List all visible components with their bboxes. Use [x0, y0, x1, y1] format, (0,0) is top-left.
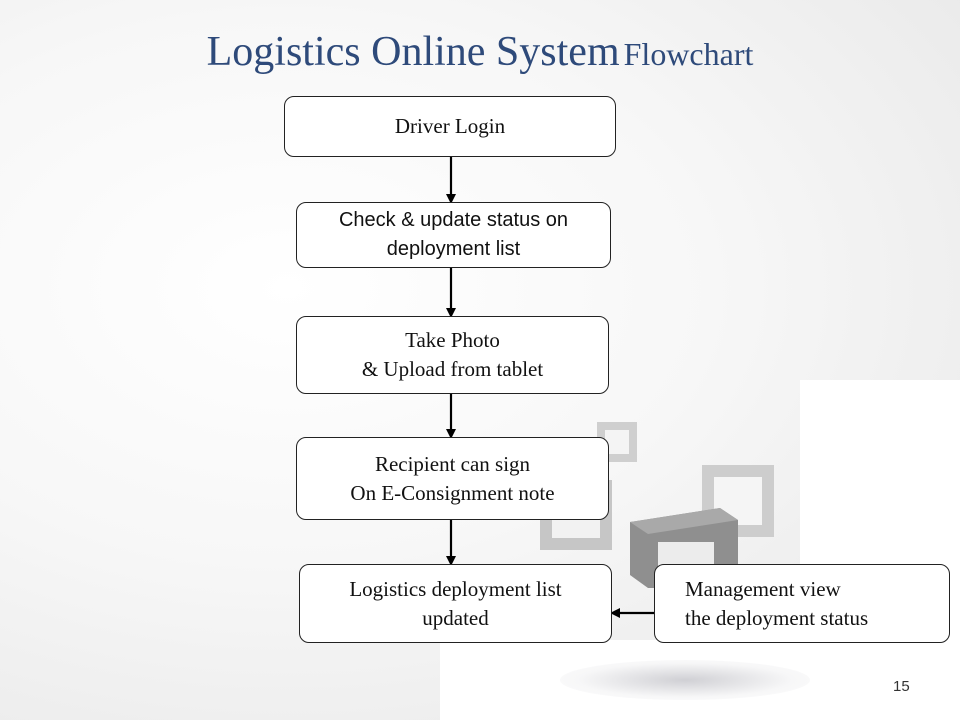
page-number: 15 — [893, 678, 910, 695]
flow-step-take-photo: Take Photo & Upload from tablet — [296, 316, 609, 394]
slide-title: Logistics Online System Flowchart — [0, 28, 960, 76]
flow-step-driver-login: Driver Login — [284, 96, 616, 157]
decor-box-big-top — [630, 508, 738, 534]
flow-step-deployment-list-updated: Logistics deployment list updated — [299, 564, 612, 643]
decor-shadow — [560, 660, 810, 700]
slide-title-main: Logistics Online System — [206, 29, 620, 75]
background-bottom — [440, 640, 960, 720]
slide-title-sub: Flowchart — [623, 36, 754, 72]
flow-step-management-view: Management view the deployment status — [654, 564, 950, 643]
decor-box-small-top-inner — [605, 430, 629, 454]
flow-step-check-update-status: Check & update status on deployment list — [296, 202, 611, 268]
flow-step-recipient-sign: Recipient can sign On E-Consignment note — [296, 437, 609, 520]
